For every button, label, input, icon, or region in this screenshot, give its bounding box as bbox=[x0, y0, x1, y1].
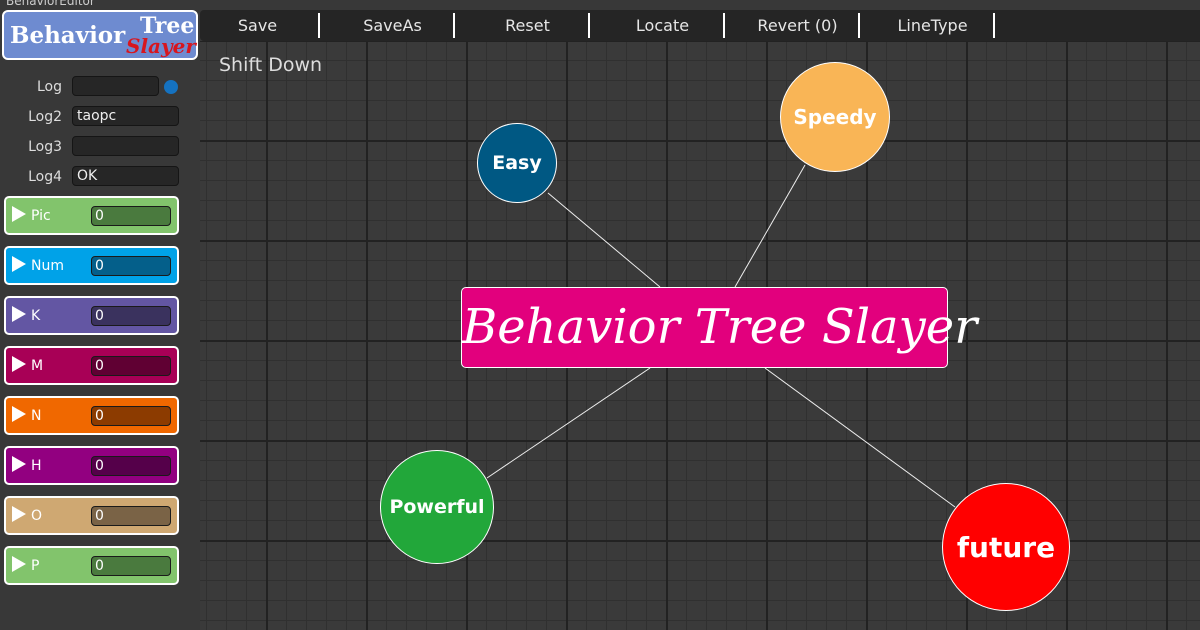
toolbar-separator bbox=[723, 13, 725, 38]
log-field[interactable]: OK bbox=[72, 166, 179, 186]
toolbar-separator bbox=[318, 13, 320, 38]
connection-line bbox=[547, 192, 661, 288]
toolbar-button[interactable]: SaveAs bbox=[363, 16, 422, 35]
log-label: Log4 bbox=[28, 169, 62, 185]
log-row: Log4 OK bbox=[0, 166, 200, 188]
variable-value-field[interactable]: 0 bbox=[91, 256, 171, 276]
expand-arrow-icon[interactable] bbox=[12, 256, 26, 272]
toolbar-separator bbox=[453, 13, 455, 38]
status-dot bbox=[164, 80, 178, 94]
variable-name: Pic bbox=[31, 208, 51, 224]
node-speedy[interactable]: Speedy bbox=[780, 62, 890, 172]
toolbar-button[interactable]: LineType bbox=[897, 16, 968, 35]
variable-name: H bbox=[31, 458, 42, 474]
log-row: Log2 taopc bbox=[0, 106, 200, 128]
variable-name: P bbox=[31, 558, 40, 574]
expand-arrow-icon[interactable] bbox=[12, 506, 26, 522]
variable-value-field[interactable]: 0 bbox=[91, 356, 171, 376]
node-easy[interactable]: Easy bbox=[477, 123, 557, 203]
connection-line bbox=[734, 164, 806, 288]
connection-line bbox=[764, 367, 956, 508]
logo-text: Tree bbox=[140, 13, 195, 39]
node-powerful[interactable]: Powerful bbox=[380, 450, 494, 564]
variable-name: M bbox=[31, 358, 44, 374]
log-label: Log3 bbox=[28, 139, 62, 155]
variable-value-field[interactable]: 0 bbox=[91, 456, 171, 476]
expand-arrow-icon[interactable] bbox=[12, 306, 26, 322]
node-future[interactable]: future bbox=[942, 483, 1070, 611]
log-label: Log bbox=[36, 79, 62, 95]
variable-pic[interactable]: Pic 0 bbox=[4, 196, 179, 235]
toolbar-button[interactable]: Save bbox=[237, 16, 278, 35]
toolbar: Save SaveAs Reset Locate Revert (0) LineType bbox=[200, 10, 1200, 41]
variable-name: N bbox=[31, 408, 42, 424]
variable-name: K bbox=[31, 308, 41, 324]
logo: Behavior Tree Slayer bbox=[2, 10, 198, 60]
toolbar-separator bbox=[858, 13, 860, 38]
toolbar-button[interactable]: Reset bbox=[505, 16, 550, 35]
status-text: Shift Down bbox=[219, 54, 323, 76]
toolbar-button[interactable]: Revert (0) bbox=[757, 16, 838, 35]
root-node[interactable]: Behavior Tree Slayer bbox=[461, 287, 977, 368]
logo-text: Slayer bbox=[126, 34, 196, 58]
expand-arrow-icon[interactable] bbox=[12, 206, 26, 222]
variable-name: O bbox=[31, 508, 43, 524]
variable-value-field[interactable]: 0 bbox=[91, 306, 171, 326]
toolbar-separator bbox=[993, 13, 995, 38]
variable-value-field[interactable]: 0 bbox=[91, 406, 171, 426]
log-field[interactable] bbox=[72, 76, 159, 96]
logo-text: Behavior bbox=[10, 22, 126, 49]
variable-num[interactable]: Num 0 bbox=[4, 246, 179, 285]
log-label: Log2 bbox=[28, 109, 62, 125]
variable-name: Num bbox=[31, 258, 64, 274]
variable-value-field[interactable]: 0 bbox=[91, 506, 171, 526]
connection-line bbox=[486, 367, 651, 479]
variable-value-field[interactable]: 0 bbox=[91, 206, 171, 226]
expand-arrow-icon[interactable] bbox=[12, 556, 26, 572]
window-title: BehaviorEditor bbox=[6, 0, 95, 8]
expand-arrow-icon[interactable] bbox=[12, 406, 26, 422]
log-field[interactable] bbox=[72, 136, 179, 156]
log-field[interactable]: taopc bbox=[72, 106, 179, 126]
log-row: Log3 bbox=[0, 136, 200, 158]
expand-arrow-icon[interactable] bbox=[12, 356, 26, 372]
log-row: Log bbox=[0, 76, 200, 98]
variable-value-field[interactable]: 0 bbox=[91, 556, 171, 576]
toolbar-separator bbox=[588, 13, 590, 38]
expand-arrow-icon[interactable] bbox=[12, 456, 26, 472]
toolbar-button[interactable]: Locate bbox=[635, 16, 690, 35]
